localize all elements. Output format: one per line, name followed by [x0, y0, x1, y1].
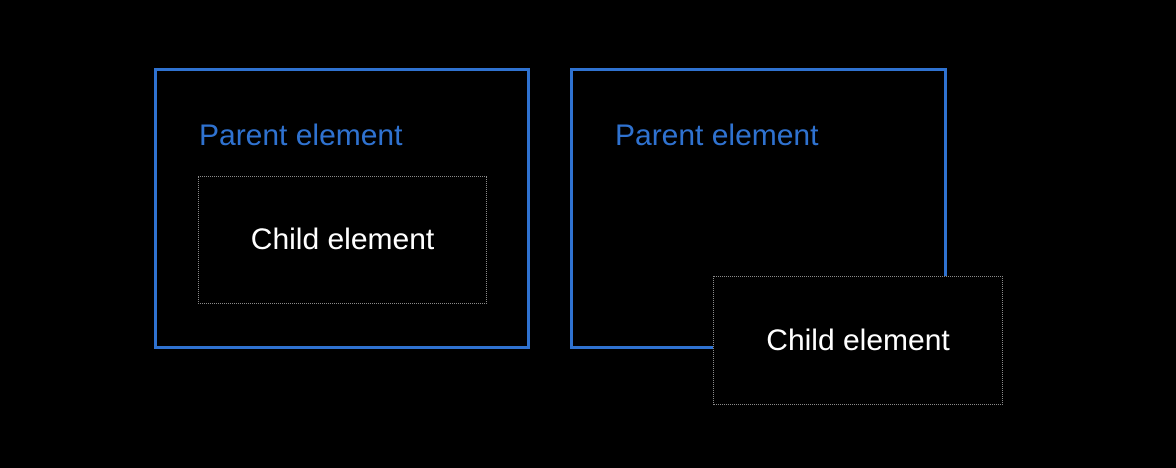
child-box-overflow: Child element	[713, 276, 1003, 405]
child-box-contained: Child element	[198, 176, 487, 304]
parent-box-contained: Parent element	[154, 68, 530, 349]
parent-label: Parent element	[615, 119, 819, 152]
child-label: Child element	[766, 323, 950, 357]
parent-label: Parent element	[199, 119, 403, 152]
child-label: Child element	[250, 223, 435, 256]
